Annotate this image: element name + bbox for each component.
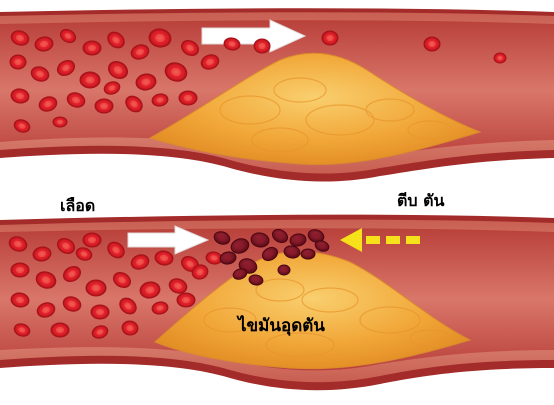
red-blood-cell bbox=[83, 233, 101, 247]
red-blood-cell bbox=[11, 263, 29, 277]
red-blood-cell bbox=[254, 39, 270, 53]
red-blood-cell bbox=[86, 280, 106, 296]
red-blood-cell bbox=[424, 37, 440, 51]
plaque-label: ไขมันอุดตัน bbox=[238, 312, 325, 339]
top-artery bbox=[0, 8, 554, 181]
clot-cell bbox=[278, 265, 290, 275]
red-blood-cell bbox=[83, 41, 101, 55]
blood-label: เลือด bbox=[60, 194, 95, 219]
red-blood-cell bbox=[10, 55, 26, 69]
red-blood-cell bbox=[494, 53, 506, 63]
red-blood-cell bbox=[53, 117, 67, 127]
red-blood-cell bbox=[51, 323, 69, 337]
red-blood-cell bbox=[179, 91, 197, 105]
clot-cell bbox=[301, 249, 315, 259]
red-blood-cell bbox=[91, 305, 109, 319]
narrowed-label: ตีบ ตัน bbox=[397, 189, 444, 214]
red-blood-cell bbox=[95, 99, 113, 113]
red-blood-cell bbox=[80, 72, 100, 88]
red-blood-cell bbox=[177, 293, 195, 307]
red-blood-cell bbox=[322, 31, 338, 45]
